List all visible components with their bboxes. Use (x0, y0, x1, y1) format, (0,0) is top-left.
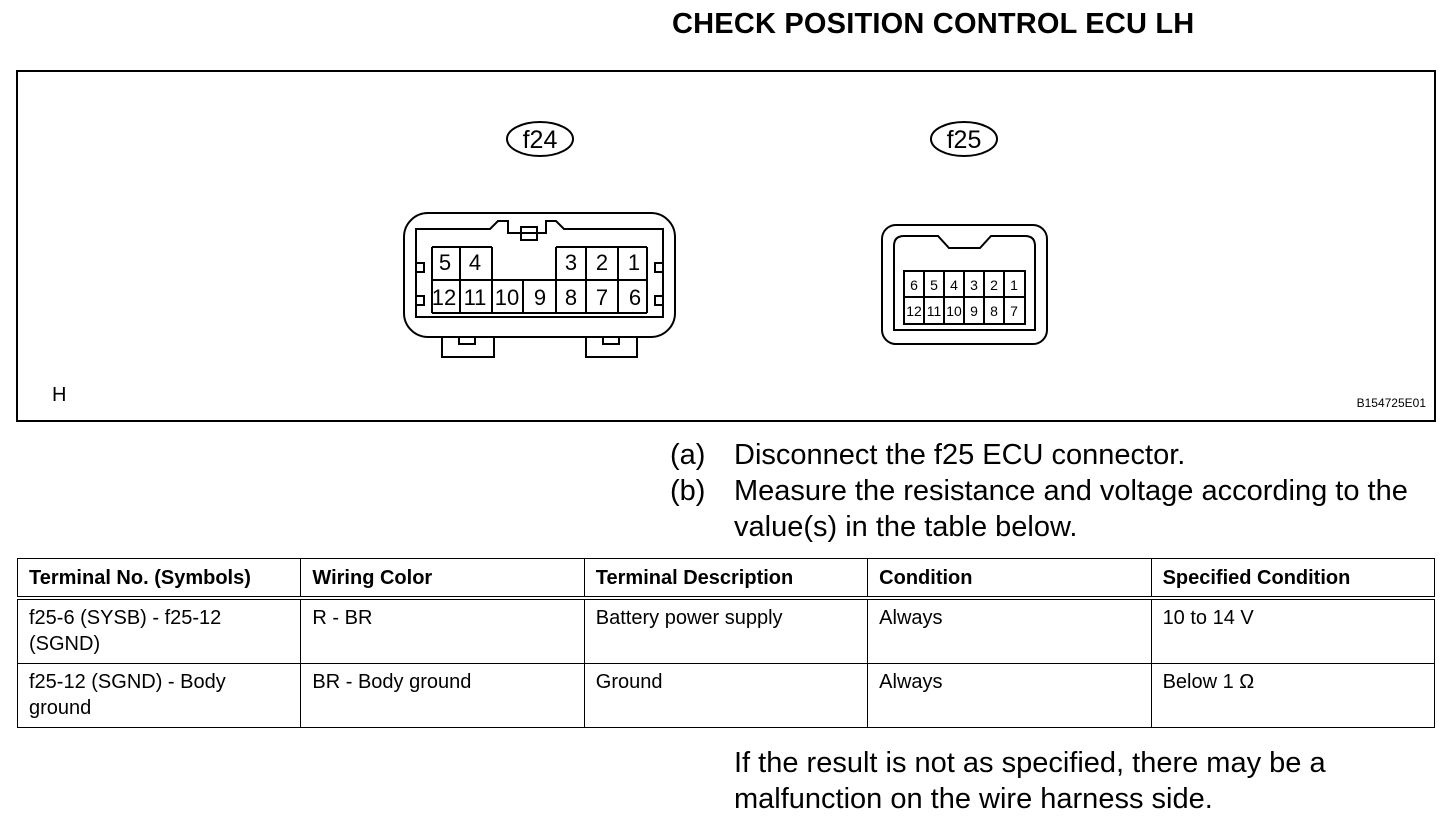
f24-pin-numbers: 5 4 3 2 1 12 11 10 9 8 7 6 (432, 250, 641, 310)
f25-pin: 7 (1010, 303, 1018, 319)
f25-label-bubble (930, 121, 998, 157)
f24-pin: 10 (495, 285, 519, 310)
table-cell: Ground (583, 663, 869, 728)
f24-pin: 6 (629, 285, 641, 310)
f25-pin: 6 (910, 277, 918, 293)
f25-pin: 11 (927, 303, 942, 319)
step-label: (a) (670, 439, 706, 471)
table-cell: BR - Body ground (300, 663, 585, 728)
step-text: Disconnect the f25 ECU connector. (734, 439, 1186, 471)
f24-pin: 12 (432, 285, 456, 310)
f25-pin: 3 (970, 277, 978, 293)
table-cell: Always (867, 597, 1152, 664)
connector-figure: f24 f25 (16, 70, 1436, 422)
table-row: f25-6 (SYSB) - f25-12 (SGND) R - BR Batt… (16, 597, 1436, 664)
f24-label: f24 (523, 126, 558, 154)
column-header: Terminal Description (583, 558, 869, 599)
f25-label: f25 (947, 126, 982, 154)
column-header: Terminal No. (Symbols) (16, 558, 302, 599)
result-note: If the result is not as specified, there… (734, 747, 1326, 815)
f25-pin: 5 (930, 277, 938, 293)
f25-pin: 10 (946, 303, 962, 319)
connector-diagram: f24 f25 (403, 121, 1048, 358)
f25-pin: 9 (970, 303, 978, 319)
view-letter: H (52, 384, 67, 406)
step-b: (b) Measure the resistance and voltage a… (670, 473, 1414, 545)
f25-pin: 8 (990, 303, 998, 319)
figure-code: B154725E01 (1356, 396, 1426, 410)
table-cell: Always (867, 663, 1152, 728)
f25-pin: 1 (1010, 277, 1018, 293)
f24-connector (403, 212, 676, 358)
step-text: Measure the resistance and voltage accor… (734, 475, 1408, 543)
column-header: Condition (867, 558, 1152, 599)
f25-pin: 12 (906, 303, 922, 319)
table-row: f25-12 (SGND) - Body ground BR - Body gr… (16, 663, 1436, 728)
column-header: Specified Condition (1150, 558, 1436, 599)
step-a: (a) Disconnect the f25 ECU connector. (670, 437, 1414, 473)
column-header: Wiring Color (300, 558, 585, 599)
page-title: CHECK POSITION CONTROL ECU LH (672, 8, 1195, 40)
f24-pin: 2 (596, 250, 608, 275)
table-cell: 10 to 14 V (1150, 597, 1436, 664)
table-cell: f25-6 (SYSB) - f25-12 (SGND) (16, 597, 302, 664)
f24-pin: 9 (534, 285, 546, 310)
f25-pin: 4 (950, 277, 958, 293)
f24-pin: 1 (628, 250, 640, 275)
f24-pin: 4 (469, 250, 481, 275)
f24-pin: 5 (439, 250, 451, 275)
f25-connector (881, 224, 1048, 345)
specification-table: Terminal No. (Symbols) Wiring Color Term… (16, 558, 1436, 728)
table-cell: Below 1 Ω (1150, 663, 1436, 728)
procedure-steps: (a) Disconnect the f25 ECU connector. (b… (670, 437, 1414, 545)
table-header-row: Terminal No. (Symbols) Wiring Color Term… (16, 558, 1436, 599)
table-cell: f25-12 (SGND) - Body ground (16, 663, 302, 728)
step-label: (b) (670, 475, 706, 507)
table-cell: Battery power supply (583, 597, 869, 664)
f24-pin: 8 (565, 285, 577, 310)
table-cell: R - BR (300, 597, 585, 664)
f25-pin-numbers: 6 5 4 3 2 1 12 11 10 9 8 7 (906, 277, 1018, 319)
f24-pin: 7 (596, 285, 608, 310)
f24-label-bubble (506, 121, 574, 157)
f25-pin: 2 (990, 277, 998, 293)
f24-pin: 11 (464, 285, 487, 310)
f24-pin: 3 (565, 250, 577, 275)
